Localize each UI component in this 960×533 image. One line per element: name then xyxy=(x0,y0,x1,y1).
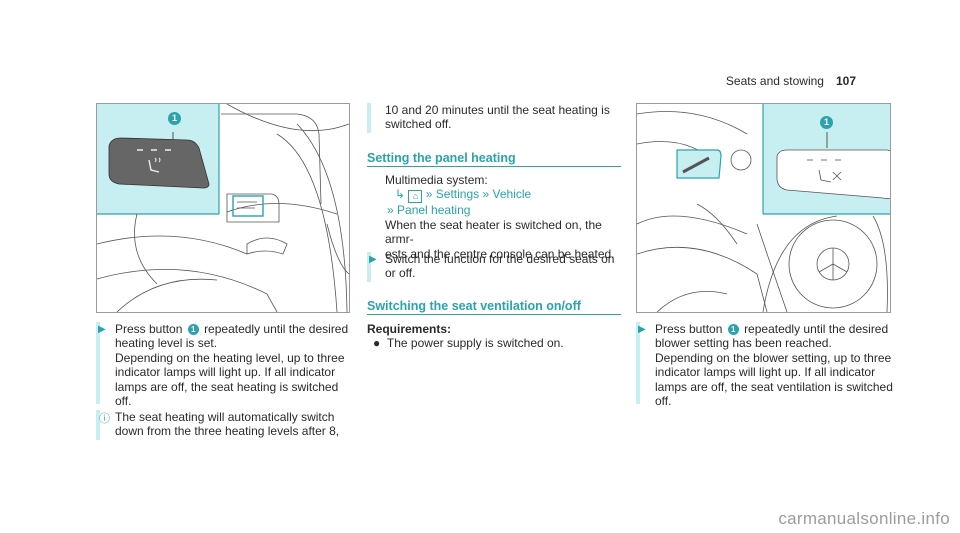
heading-rule xyxy=(367,166,621,167)
info-icon: ⓘ xyxy=(99,413,110,425)
button-1-ref: 1 xyxy=(727,324,739,335)
bullet: ● xyxy=(373,336,381,351)
path-settings: Settings xyxy=(435,187,480,202)
switch-instruction: Switch the function for the desired seat… xyxy=(385,252,615,281)
callout-1-right: 1 xyxy=(820,116,833,129)
multimedia-path: Multimedia system: ↳ ⌂ » Settings » Vehi… xyxy=(385,173,615,261)
section-title: Seats and stowing xyxy=(725,74,824,88)
switch-bar xyxy=(367,252,371,282)
page-number: 107 xyxy=(835,74,856,88)
home-icon: ⌂ xyxy=(408,190,423,204)
seat-heating-illustration xyxy=(96,103,350,313)
instruction-arrow-icon: ▶ xyxy=(369,254,377,265)
watermark: carmanualsonline.info xyxy=(778,509,950,528)
heading-panel-heating: Setting the panel heating xyxy=(367,151,516,165)
return-arrow-icon: ↳ xyxy=(395,187,406,202)
left-note: The seat heating will automatically swit… xyxy=(115,410,340,439)
button-1-ref: 1 xyxy=(187,324,199,335)
requirements: Requirements: ● The power supply is swit… xyxy=(367,322,564,351)
instruction-arrow-icon: ▶ xyxy=(98,324,106,335)
callout-1-left: 1 xyxy=(168,112,181,125)
page-header: Seats and stowing 107 xyxy=(726,74,856,88)
instruction-arrow-icon: ▶ xyxy=(638,324,646,335)
chevron-right-icon: » xyxy=(482,187,490,202)
heading-rule xyxy=(367,314,621,315)
note-bar xyxy=(96,410,100,440)
right-instruction: Press button 1 repeatedly until the desi… xyxy=(655,322,893,409)
heading-seat-ventilation: Switching the seat ventilation on/off xyxy=(367,299,581,313)
note-continuation: 10 and 20 minutes until the seat heating… xyxy=(385,103,610,132)
path-panel-heating: Panel heating xyxy=(397,203,471,218)
chevron-right-icon: » xyxy=(387,203,394,218)
note-continuation-bar xyxy=(367,103,371,133)
seat-ventilation-illustration xyxy=(636,103,891,313)
instruction-bar xyxy=(636,322,640,404)
path-vehicle: Vehicle xyxy=(492,187,532,202)
left-instruction: Press button 1 repeatedly until the desi… xyxy=(115,322,349,409)
chevron-right-icon: » xyxy=(425,187,433,202)
instruction-bar xyxy=(96,322,100,404)
